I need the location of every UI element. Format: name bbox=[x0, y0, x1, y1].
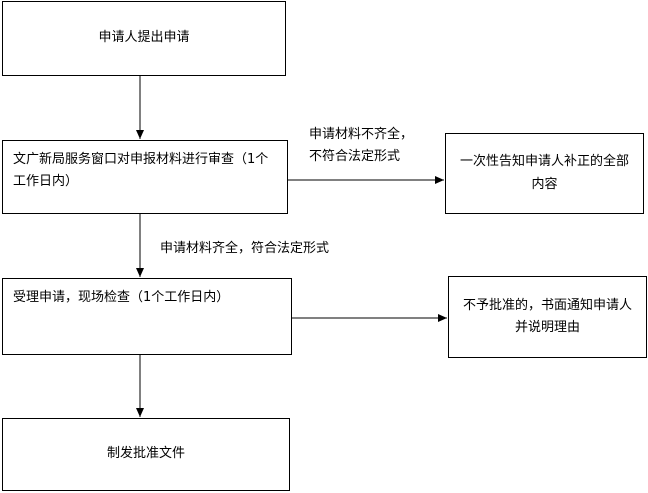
node-review: 文广新局服务窗口对申报材料进行审查（1个工作日内） bbox=[2, 140, 288, 214]
node-apply: 申请人提出申请 bbox=[2, 1, 286, 76]
node-apply-label: 申请人提出申请 bbox=[98, 30, 190, 46]
node-reject-notice-label: 不予批准的，书面通知申请人并说明理由 bbox=[462, 297, 632, 335]
edge-label-incomplete-1: 申请材料不齐全， bbox=[309, 127, 414, 142]
edge-label-incomplete-2: 不符合法定形式 bbox=[309, 149, 401, 164]
node-review-label: 文广新局服务窗口对申报材料进行审查（1个工作日内） bbox=[13, 152, 269, 190]
node-reject-notice: 不予批准的，书面通知申请人并说明理由 bbox=[448, 276, 647, 358]
node-accept: 受理申请，现场检查（1个工作日内） bbox=[2, 278, 292, 355]
node-notify-correction-label: 一次性告知申请人补正的全部内容 bbox=[460, 154, 630, 192]
node-issue-label: 制发批准文件 bbox=[106, 446, 185, 462]
node-accept-label: 受理申请，现场检查（1个工作日内） bbox=[13, 290, 230, 305]
edge-label-complete: 申请材料齐全，符合法定形式 bbox=[160, 241, 330, 256]
node-issue: 制发批准文件 bbox=[2, 418, 290, 491]
node-notify-correction: 一次性告知申请人补正的全部内容 bbox=[445, 133, 644, 214]
